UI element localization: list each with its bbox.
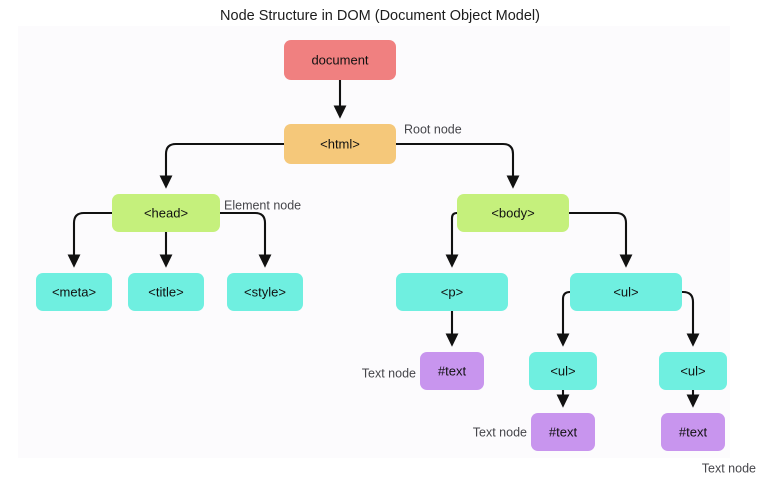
node-label-ul3: <ul> [680,363,705,378]
annotation-root-node: Root node [404,122,462,136]
node-label-head: <head> [144,205,188,220]
edge-body-to-p [445,211,459,268]
node-box-title [128,273,204,311]
node-text2[interactable]: #text [531,413,595,451]
node-label-html: <html> [320,136,360,151]
node-label-body: <body> [491,205,534,220]
node-box-document [284,40,396,80]
node-meta[interactable]: <meta> [36,273,112,311]
node-label-text1: #text [438,363,467,378]
node-title[interactable]: <title> [128,273,204,311]
node-box-text2 [531,413,595,451]
node-box-ul3 [659,352,727,390]
node-label-text2: #text [549,424,578,439]
node-box-ul1 [570,273,682,311]
node-box-p [396,273,508,311]
node-head[interactable]: <head> [112,194,220,232]
node-style[interactable]: <style> [227,273,303,311]
node-label-ul1: <ul> [613,284,638,299]
edge-ul1-to-ul2 [556,290,571,347]
edge-head-to-style [220,211,272,268]
node-text3[interactable]: #text [661,413,725,451]
node-label-ul2: <ul> [550,363,575,378]
node-box-head [112,194,220,232]
node-label-p: <p> [441,284,463,299]
node-box-text1 [420,352,484,390]
node-layer: document <html> <head> <body> <meta> <title> <… [36,40,727,451]
node-text1[interactable]: #text [420,352,484,390]
node-ul3[interactable]: <ul> [659,352,727,390]
node-label-text3: #text [679,424,708,439]
annotation-text-node-3: Text node [702,461,756,475]
node-html[interactable]: <html> [284,124,396,164]
node-ul1[interactable]: <ul> [570,273,682,311]
edge-html-to-head [159,142,284,189]
edge-head-to-meta [67,211,112,268]
node-document[interactable]: document [284,40,396,80]
node-label-style: <style> [244,284,286,299]
node-label-title: <title> [148,284,183,299]
diagram-background-panel [18,26,730,458]
annotation-text-node-2: Text node [473,425,527,439]
node-ul2[interactable]: <ul> [529,352,597,390]
annotation-element-node: Element node [224,198,301,212]
node-box-ul2 [529,352,597,390]
node-box-style [227,273,303,311]
diagram-title: Node Structure in DOM (Document Object M… [220,8,540,24]
edge-html-to-body [396,142,520,189]
node-label-document: document [311,52,368,67]
node-box-text3 [661,413,725,451]
node-box-html [284,124,396,164]
edge-body-to-ul1 [569,211,633,268]
annotation-text-node-1: Text node [362,366,416,380]
node-label-meta: <meta> [52,284,96,299]
edge-ul1-to-ul3 [681,290,700,347]
node-p[interactable]: <p> [396,273,508,311]
node-box-meta [36,273,112,311]
node-body[interactable]: <body> [457,194,569,232]
edge-layer [67,80,700,408]
node-box-body [457,194,569,232]
